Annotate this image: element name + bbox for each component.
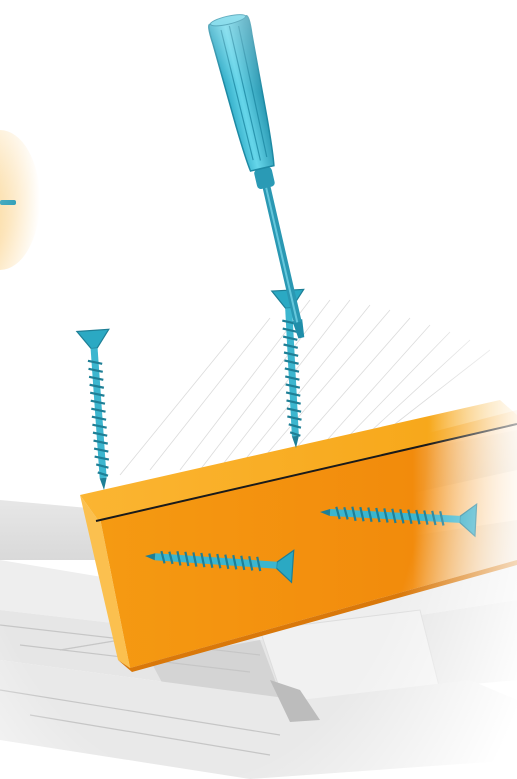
vignette-overlay: [0, 0, 517, 779]
illustration: [0, 0, 517, 779]
diagram-canvas: [0, 0, 517, 779]
